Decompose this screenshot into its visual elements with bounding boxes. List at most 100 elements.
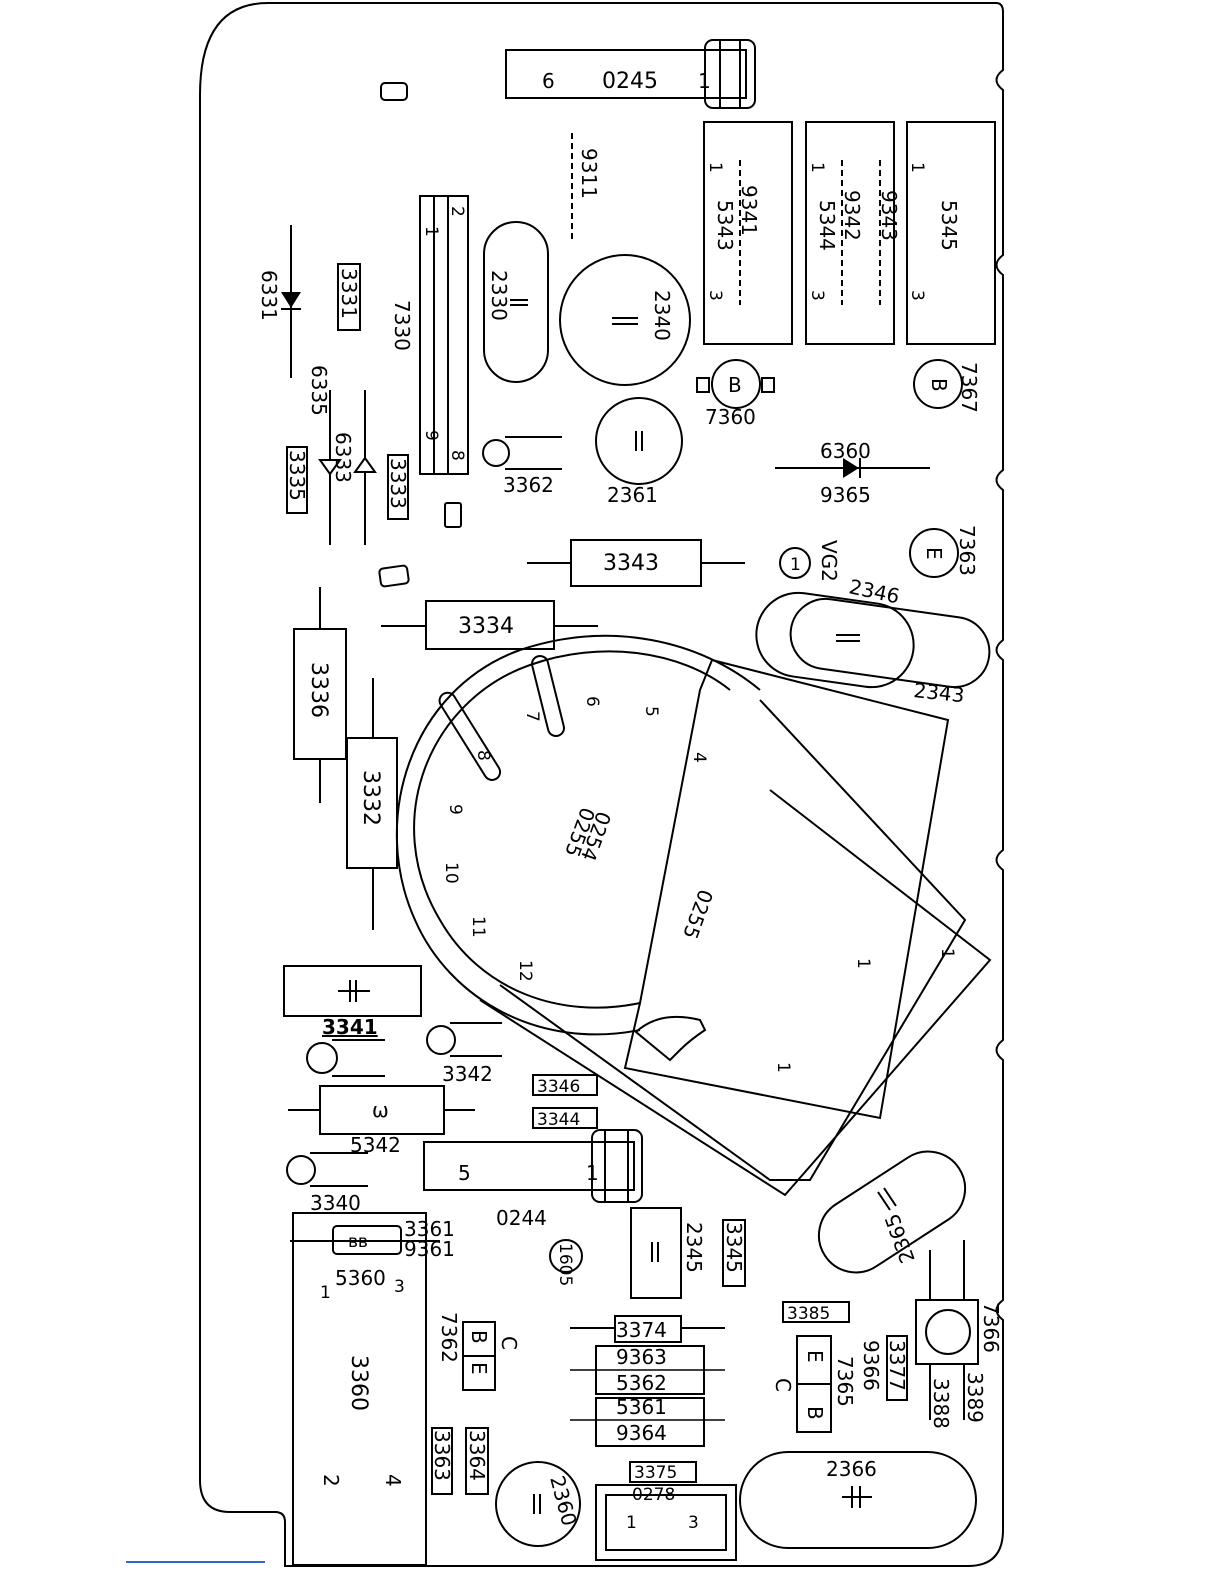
diode-6331-label: 6331 <box>257 270 281 321</box>
jumper-9311-label: 9311 <box>577 148 601 199</box>
diode-6333: 6333 <box>331 390 377 545</box>
coil-5345-label: 5345 <box>937 200 961 251</box>
resistor-3377-box <box>886 1335 908 1401</box>
ic-7330-pin2: 2 <box>447 206 467 217</box>
ic-7330: 1 2 9 8 7330 <box>390 195 469 475</box>
socket-pin-4: 4 <box>689 752 709 763</box>
resistor-3364-box <box>465 1427 489 1495</box>
capacitor-2340-label: 2340 <box>650 290 674 341</box>
coil-5362: 9363 5362 <box>570 1345 725 1395</box>
jumper-9361-label: 9361 <box>404 1237 455 1261</box>
capacitor-2345-label: 2345 <box>682 1222 706 1273</box>
crt-socket: 4 5 6 7 8 9 10 11 12 1 1 1 0254 0255 025… <box>395 634 992 1197</box>
resistor-3342-label: 3342 <box>442 1062 493 1086</box>
transistor-7365-pin-e: E <box>803 1350 827 1363</box>
socket-tab-2: 1 <box>773 1062 793 1073</box>
capacitor-2366-label: 2366 <box>826 1457 877 1481</box>
socket-pin-1: 1 <box>853 958 873 969</box>
transistor-7362-pin-e: E <box>467 1362 491 1375</box>
resistor-3343: 3343 <box>527 539 745 587</box>
resistor-3344-box <box>532 1107 598 1129</box>
capacitor-2365: 2365 <box>817 1150 967 1274</box>
test-point-vg2-label: VG2 <box>817 540 841 582</box>
capacitor-2330-label: 2330 <box>487 270 511 321</box>
connector-0278-label: 0278 <box>632 1485 675 1505</box>
socket-pin-5: 5 <box>641 706 661 717</box>
transistor-7367-label: 7367 <box>957 362 981 413</box>
transistor-7360: B 7360 <box>696 359 775 429</box>
socket-pin-8: 8 <box>473 750 493 761</box>
test-point-vg2: 1 VG2 <box>779 540 841 582</box>
coil-5360-winding: ʙʙ <box>348 1232 368 1252</box>
socket-pin-11: 11 <box>468 916 488 938</box>
coil-5345-pin1: 1 <box>907 162 927 173</box>
resistor-3335-box <box>286 446 308 514</box>
capacitor-2366: 2366 <box>739 1451 977 1549</box>
resistor-3377-label: 3377 <box>885 1340 909 1391</box>
transistor-7362-pin-c: C <box>497 1336 521 1350</box>
resistor-3385-label: 3385 <box>787 1304 830 1324</box>
resistor-3344-label: 3344 <box>537 1110 580 1130</box>
resistor-3345-label: 3345 <box>722 1222 746 1273</box>
transistor-7365-label: 7365 <box>833 1356 857 1407</box>
coil-5360-pin1: 1 <box>320 1283 331 1303</box>
transistor-7362-label: 7362 <box>437 1312 461 1363</box>
capacitor-2340: 2340 <box>559 254 691 386</box>
resistor-3363-box <box>431 1427 453 1495</box>
coil-5360-label: 5360 <box>335 1266 386 1290</box>
transistor-7363-pin-e: E <box>922 547 946 560</box>
coil-5360-pin3: 3 <box>394 1277 405 1297</box>
coil-5361: 5361 9364 <box>570 1395 725 1447</box>
diode-6360-label: 6360 <box>820 439 871 463</box>
resistor-3360-block: ʙʙ 3361 9361 5360 1 3 3360 2 4 <box>290 1212 455 1566</box>
resistor-3336: 3336 <box>293 587 347 803</box>
transistor-7366: 7366 <box>915 1240 1003 1420</box>
resistor-3374: 3374 <box>570 1315 725 1343</box>
socket-label-0255: 0255 <box>678 886 718 942</box>
diode-6333-label: 6333 <box>331 432 355 483</box>
coil-5342: ω 5342 <box>288 1085 475 1157</box>
transistor-7367-pin-b: B <box>927 378 951 392</box>
resistor-3360-pin4: 4 <box>381 1474 405 1487</box>
coil-5345-pin3: 3 <box>907 290 927 301</box>
jumper-9366-label: 9366 <box>859 1340 883 1391</box>
resistor-3360-pin2: 2 <box>319 1474 343 1487</box>
capacitor-2346: 2346 2343 <box>755 574 991 707</box>
coil-5361-label: 5361 <box>616 1395 667 1419</box>
pad <box>444 502 462 528</box>
resistor-3341 <box>306 1039 385 1077</box>
socket-pin-6: 6 <box>582 696 602 707</box>
coil-5342-winding: ω <box>372 1098 389 1122</box>
fuse-1605-label: 1605 <box>555 1243 575 1286</box>
diode-6335-label: 6335 <box>307 365 331 416</box>
board-outline <box>199 1 1004 1567</box>
resistor-3333-label: 3333 <box>386 458 410 509</box>
resistor-3360-label: 3360 <box>346 1355 371 1411</box>
resistor-3336-label: 3336 <box>306 662 331 718</box>
socket-pin-10: 10 <box>441 862 461 884</box>
jumper-9363-label: 9363 <box>616 1345 667 1369</box>
socket-pin-12: 12 <box>515 960 535 982</box>
coil-5343-label: 5343 <box>713 200 737 251</box>
capacitor-2345: 2345 <box>630 1207 706 1299</box>
coil-5344-label: 5344 <box>815 200 839 251</box>
pad <box>378 564 410 588</box>
resistor-3362: 3362 <box>482 436 562 497</box>
transistor-7365-pin-c: C <box>771 1378 795 1392</box>
resistor-3332-label: 3332 <box>358 770 383 826</box>
capacitor-2361: 2361 <box>595 397 683 507</box>
capacitor-2365-label: 2365 <box>880 1210 920 1266</box>
diode-6331: 6331 <box>257 225 301 378</box>
connector-0245-pin6: 6 <box>542 69 555 93</box>
test-point-vg2-pin: 1 <box>790 555 801 575</box>
connector-0245-ref: 0245 <box>602 69 658 94</box>
connector-0244-pin5: 5 <box>458 1161 471 1185</box>
capacitor-2343-label: 2343 <box>912 678 965 707</box>
jumper-9341-label: 9341 <box>737 185 761 236</box>
jumper-9365-label: 9365 <box>820 483 871 507</box>
resistor-3374-label: 3374 <box>616 1318 667 1342</box>
resistor-3334-label: 3334 <box>458 614 514 639</box>
socket-pin-9: 9 <box>445 804 465 815</box>
coil-5345: 1 3 5345 <box>906 121 996 345</box>
